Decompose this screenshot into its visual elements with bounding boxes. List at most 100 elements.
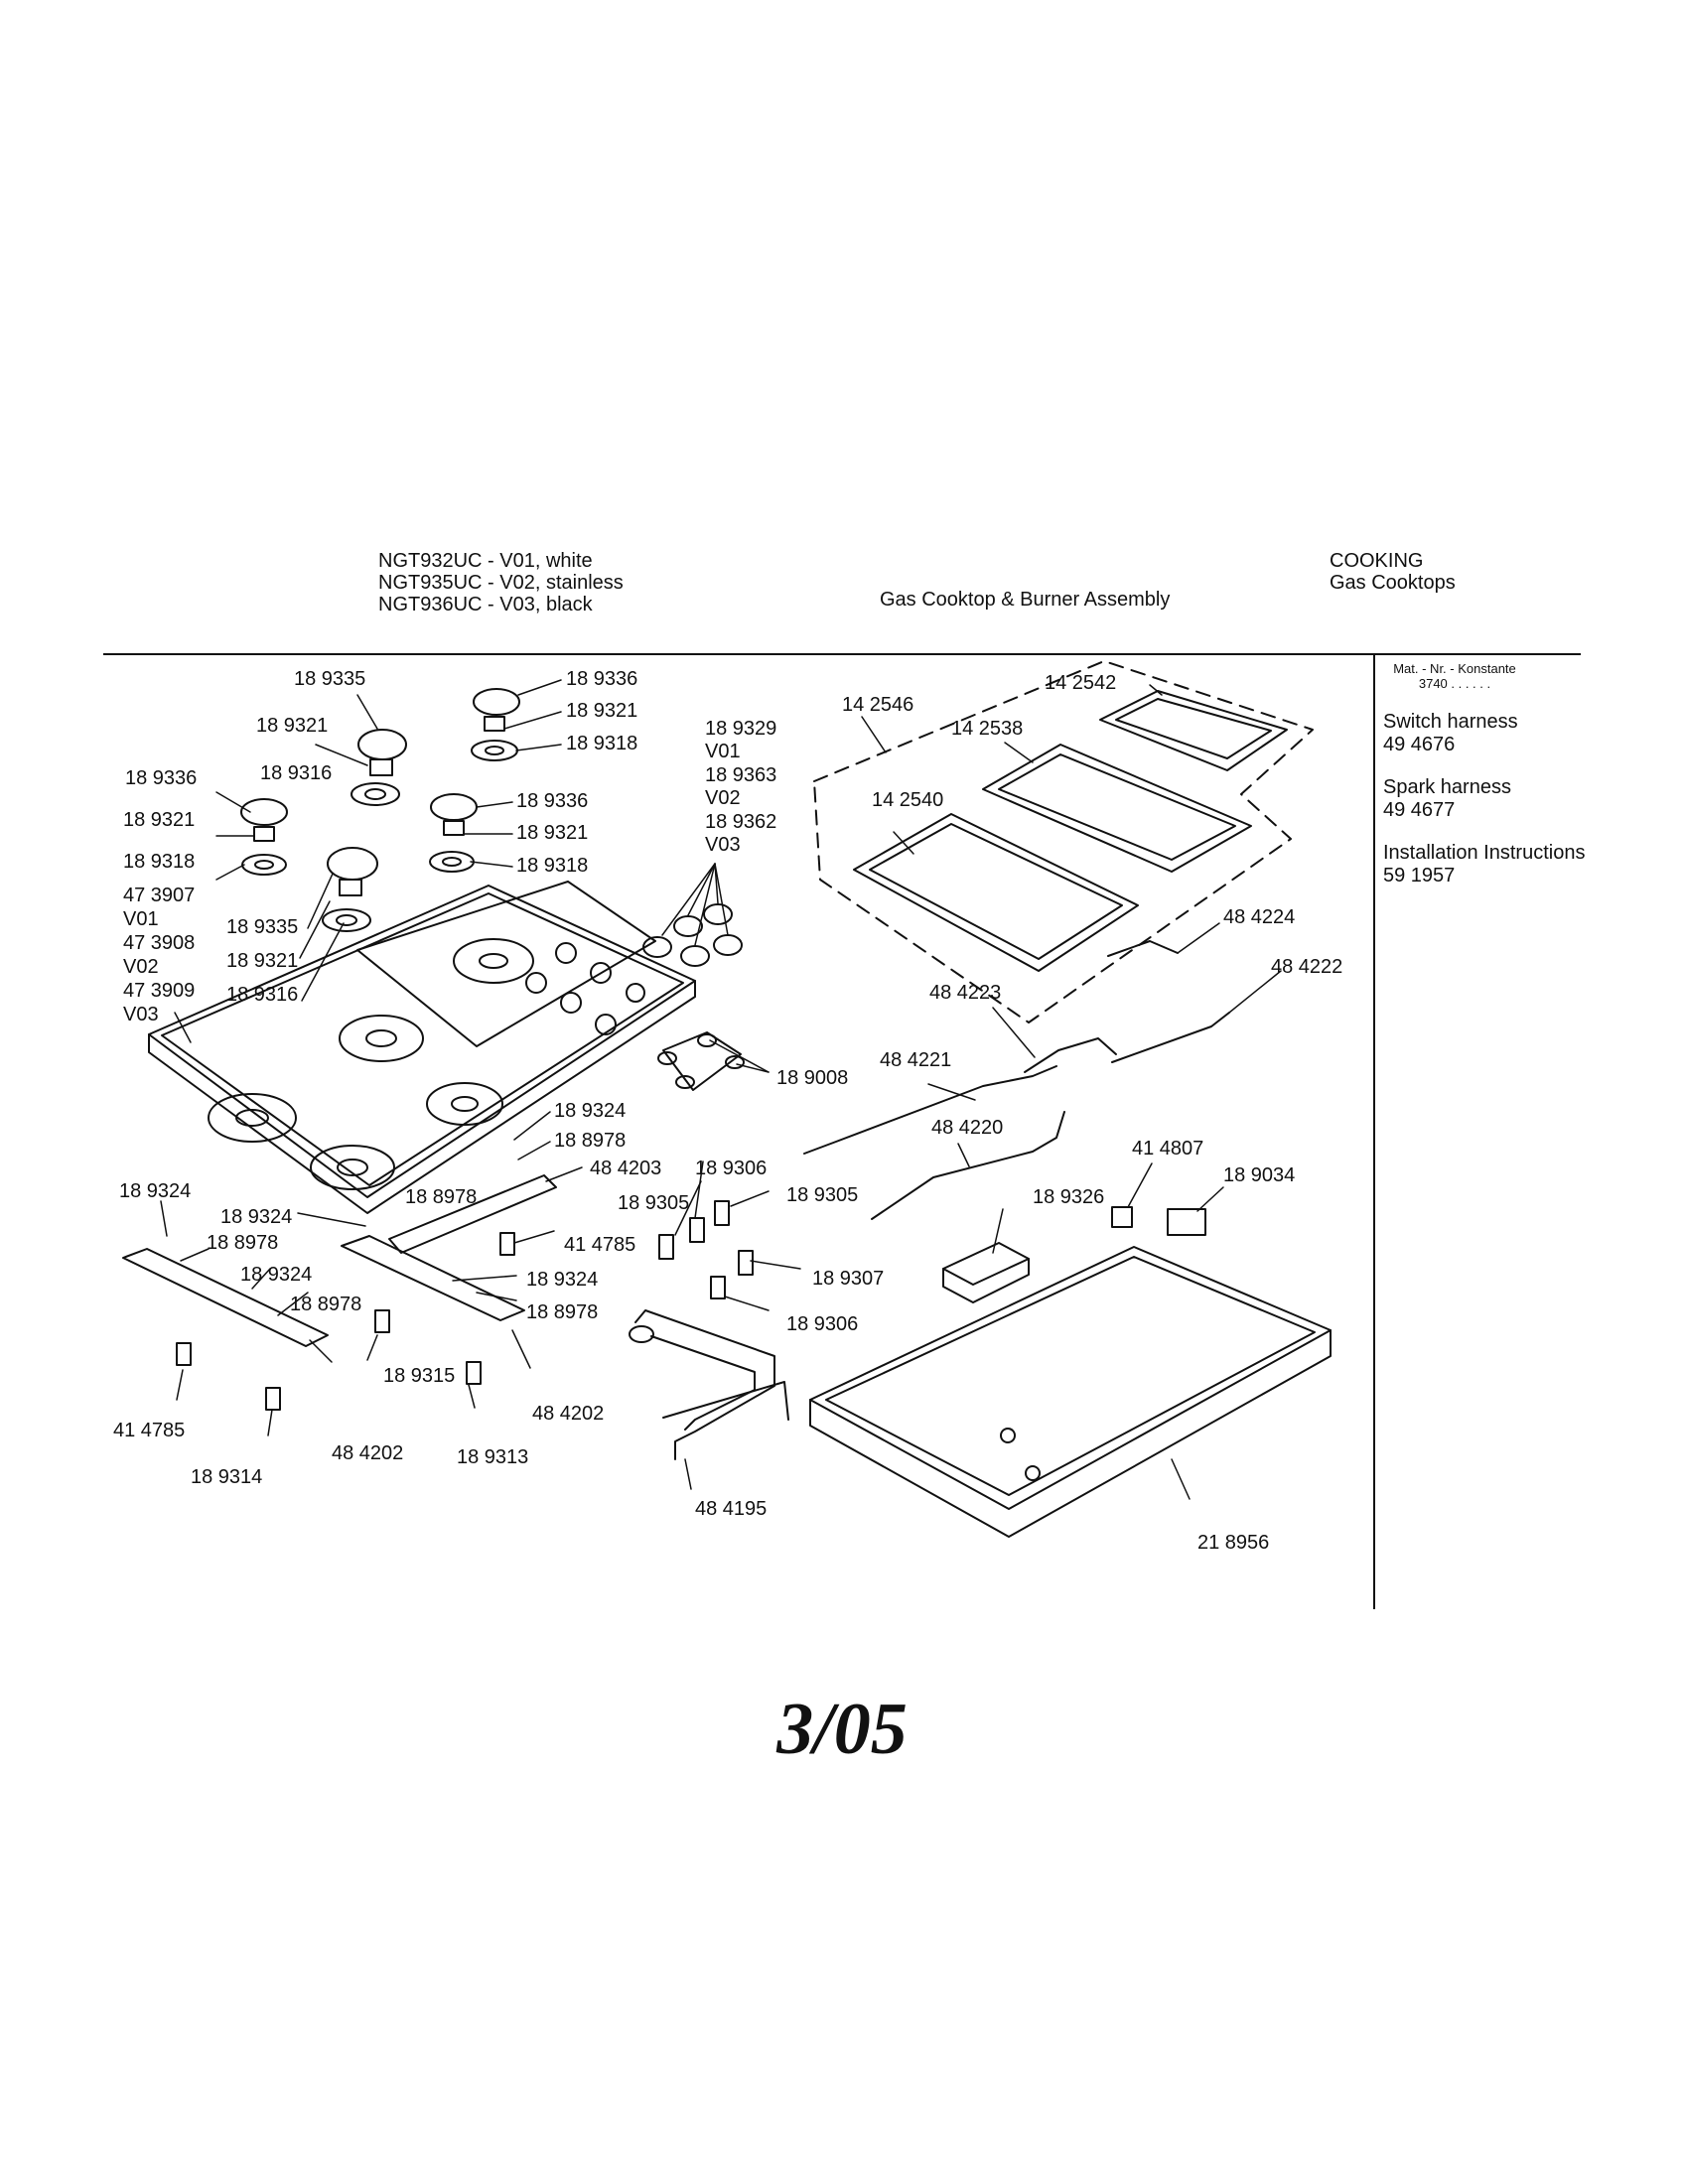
part-label: 18 9008: [776, 1067, 848, 1089]
part-label: 14 2542: [1045, 672, 1116, 694]
part-label: 18 9336: [125, 767, 197, 789]
side-item-part: 59 1957: [1383, 865, 1456, 887]
part-label: 18 9336: [516, 790, 588, 812]
part-label: 18 9306: [786, 1313, 858, 1335]
part-label: 48 4203: [590, 1158, 661, 1179]
model-line-3: NGT936UC - V03, black: [378, 594, 593, 615]
part-label: 18 8978: [554, 1130, 626, 1152]
side-item-part: 49 4677: [1383, 799, 1456, 821]
part-label: V01: [123, 908, 159, 930]
part-label: 18 9329: [705, 718, 776, 740]
part-label: 18 9305: [618, 1192, 689, 1214]
cooktop-top: [148, 881, 696, 1214]
part-label: 18 9335: [226, 916, 298, 938]
part-label: 18 9315: [383, 1365, 455, 1387]
part-label: 47 3907: [123, 885, 195, 906]
part-label: 18 9321: [516, 822, 588, 844]
category-label: COOKING: [1330, 550, 1424, 572]
part-label: 41 4807: [1132, 1138, 1203, 1160]
side-item-part: 49 4676: [1383, 734, 1456, 755]
part-label: 18 9318: [123, 851, 195, 873]
part-label: V01: [705, 741, 741, 762]
leader-lines: [160, 679, 1282, 1500]
part-labels: 18 9335 18 9336 18 9321 18 9321 18 9318 …: [113, 668, 1342, 1554]
part-label: 47 3908: [123, 932, 195, 954]
part-label: 48 4202: [332, 1442, 403, 1464]
part-label: 14 2546: [842, 694, 913, 716]
part-label: 18 9321: [123, 809, 195, 831]
part-label: 18 8978: [526, 1301, 598, 1323]
part-label: V02: [705, 787, 741, 809]
part-label: 41 4785: [113, 1420, 185, 1441]
side-item-name: Switch harness: [1383, 711, 1518, 733]
part-label: 14 2538: [951, 718, 1023, 740]
part-label: 18 9034: [1223, 1164, 1295, 1186]
mat-nr-block: Mat. - Nr. - Konstante 3740 . . . . . .: [1375, 661, 1534, 691]
side-item-spark-harness: Spark harness 49 4677: [1383, 776, 1631, 822]
header-divider: [103, 653, 1581, 655]
part-label: 18 9314: [191, 1466, 262, 1488]
part-label: 18 9363: [705, 764, 776, 786]
grates: [853, 690, 1288, 972]
part-label: 48 4202: [532, 1403, 604, 1425]
part-label: 18 8978: [207, 1232, 278, 1254]
side-item-name: Spark harness: [1383, 776, 1511, 798]
part-label: 48 4222: [1271, 956, 1342, 978]
part-label: 47 3909: [123, 980, 195, 1002]
side-item-name: Installation Instructions: [1383, 842, 1586, 864]
part-label: 18 9324: [220, 1206, 292, 1228]
part-label: 18 9321: [256, 715, 328, 737]
part-label: 18 9306: [695, 1158, 767, 1179]
part-label: 14 2540: [872, 789, 943, 811]
part-label: 48 4223: [929, 982, 1001, 1004]
part-label: 18 9336: [566, 668, 637, 690]
igniter-switches: [657, 1031, 745, 1091]
gas-tubes: [803, 940, 1230, 1220]
part-label: 18 9321: [226, 950, 298, 972]
spark-module: [942, 1206, 1206, 1303]
page-title: Gas Cooktop & Burner Assembly: [880, 589, 1171, 611]
part-label: V03: [705, 834, 741, 856]
part-label: 18 9335: [294, 668, 365, 690]
part-label: 18 9313: [457, 1446, 528, 1468]
side-item-installation-instructions: Installation Instructions 59 1957: [1383, 842, 1631, 887]
part-label: 18 9324: [119, 1180, 191, 1202]
part-label: 41 4785: [564, 1234, 635, 1256]
part-label: 48 4224: [1223, 906, 1295, 928]
burner-tube-assembly: [629, 1309, 789, 1460]
part-label: 18 9316: [226, 984, 298, 1006]
part-label: 18 9318: [516, 855, 588, 877]
side-item-switch-harness: Switch harness 49 4676: [1383, 711, 1631, 756]
part-label: 18 8978: [290, 1294, 361, 1315]
mat-nr-value: 3740 . . . . . .: [1418, 676, 1491, 691]
part-label: 48 4221: [880, 1049, 951, 1071]
part-label: 48 4220: [931, 1117, 1003, 1139]
part-label: V03: [123, 1004, 159, 1025]
side-panel: Mat. - Nr. - Konstante 3740 . . . . . . …: [1383, 655, 1631, 887]
part-label: 18 8978: [405, 1186, 477, 1208]
page-footer: 3/05: [776, 1689, 908, 1770]
model-line-2: NGT935UC - V02, stainless: [378, 572, 624, 594]
part-label: 18 9318: [566, 733, 637, 754]
subcategory-label: Gas Cooktops: [1330, 572, 1456, 594]
part-label: 18 9321: [566, 700, 637, 722]
part-label: 18 9307: [812, 1268, 884, 1290]
part-label: V02: [123, 956, 159, 978]
side-panel-divider: [1373, 654, 1375, 1609]
part-label: 48 4195: [695, 1498, 767, 1520]
part-label: 18 9316: [260, 762, 332, 784]
grate-set-outline: [813, 660, 1314, 1024]
part-label: 18 9324: [554, 1100, 626, 1122]
manifold-rails: [122, 1174, 557, 1347]
control-knobs: [642, 903, 743, 967]
part-label: 18 9326: [1033, 1186, 1104, 1208]
part-label: 18 9305: [786, 1184, 858, 1206]
mat-nr-label: Mat. - Nr. - Konstante: [1393, 661, 1516, 676]
part-label: 18 9324: [240, 1264, 312, 1286]
model-line-1: NGT932UC - V01, white: [378, 550, 593, 572]
part-label: 18 9362: [705, 811, 776, 833]
bottom-tray: [809, 1246, 1332, 1538]
part-label: 18 9324: [526, 1269, 598, 1291]
valves: [176, 1200, 754, 1411]
